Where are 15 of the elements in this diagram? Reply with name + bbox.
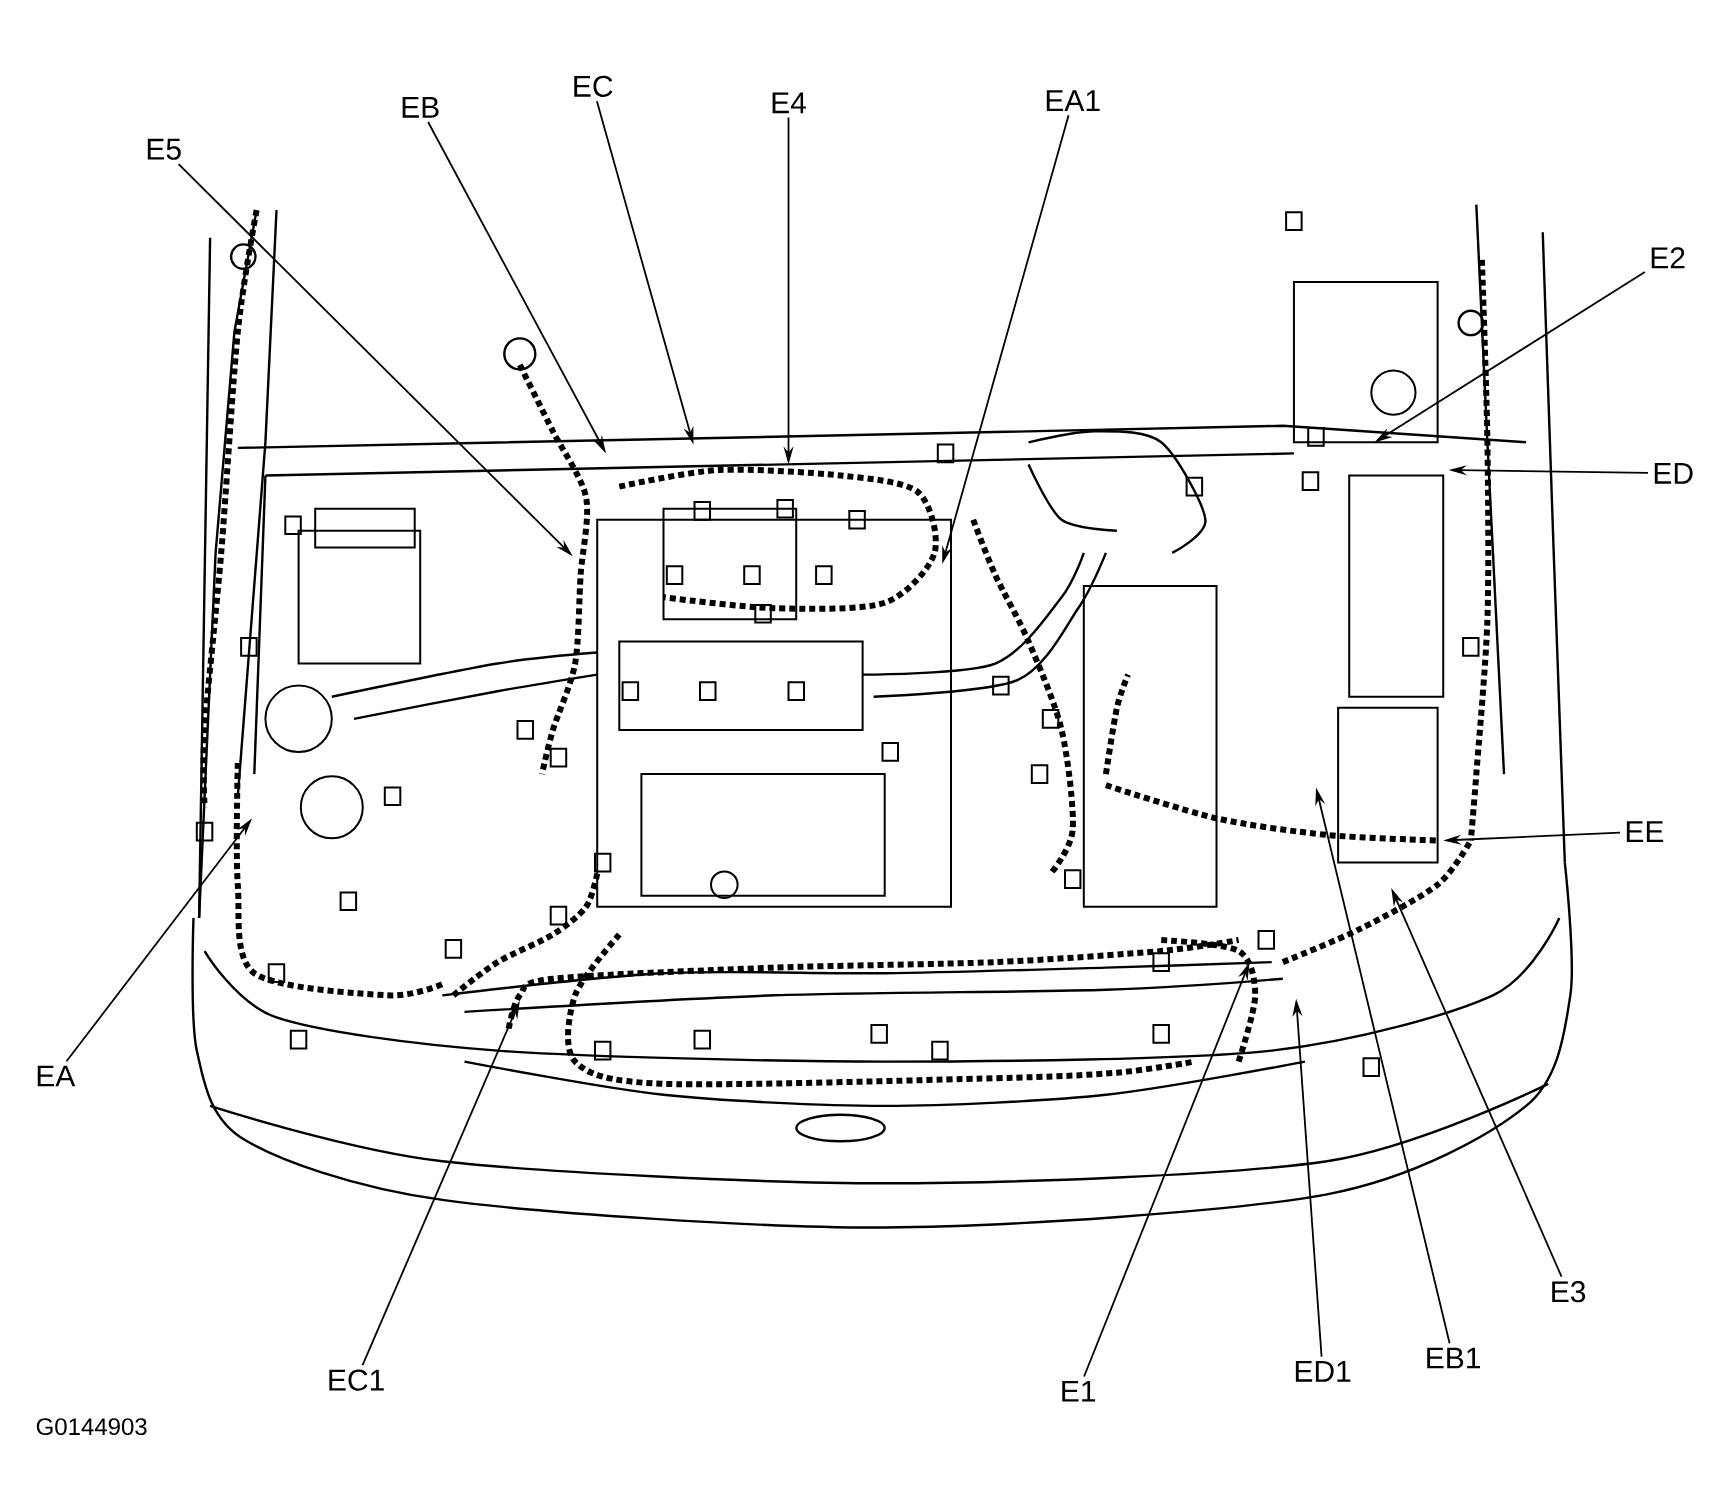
callout-label: EC1: [329, 1369, 384, 1391]
callout-label: E1: [1062, 1380, 1096, 1402]
callout-label: EE: [1626, 821, 1664, 842]
callout-label: ED1: [1295, 1361, 1351, 1382]
callout-label: E3: [1552, 1281, 1586, 1303]
callout-label: E5: [147, 138, 181, 160]
callout-label: EC: [574, 75, 613, 97]
figure-code: G0144903: [36, 1418, 147, 1436]
callout-label: E2: [1651, 247, 1685, 269]
callout-label: ED: [1654, 463, 1693, 484]
callout-label: EB: [402, 97, 439, 118]
callout-label: EA1: [1046, 90, 1100, 111]
callout-label: E4: [772, 92, 806, 114]
callout-label: EA: [37, 1065, 76, 1087]
callout-label: EB1: [1427, 1347, 1480, 1369]
